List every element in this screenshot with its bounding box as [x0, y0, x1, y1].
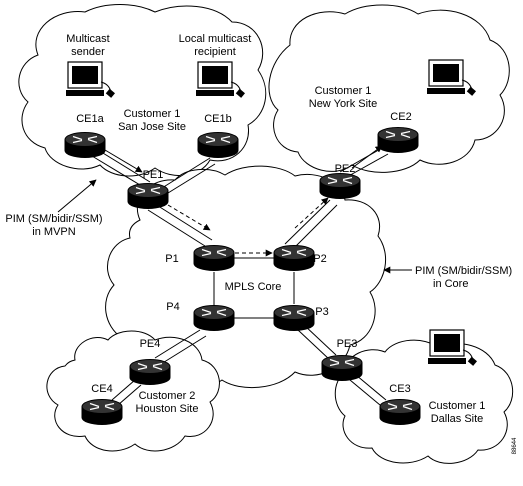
router-arrows-icon [89, 402, 115, 411]
computer-new-york-icon [427, 59, 476, 96]
router-arrows-icon [72, 135, 98, 144]
router-arrows-icon [205, 135, 231, 144]
router-pe4: PE4 [129, 338, 171, 385]
router-arrows-icon [201, 248, 227, 257]
router-ce4: CE4 [81, 383, 123, 425]
computers [66, 59, 477, 366]
multicast-flow-arrows [57, 145, 412, 274]
router-ce1a: CE1a [64, 113, 106, 158]
router-label-pe3: PE3 [337, 338, 358, 350]
router-p2: P2 [273, 245, 327, 271]
link-ce1a-pe1 [91, 149, 151, 189]
computer-dallas-icon [428, 329, 477, 366]
router-label-ce3: CE3 [389, 383, 410, 395]
flow-pe1-p1 [167, 204, 211, 231]
router-label-pe4: PE4 [140, 338, 161, 350]
flow-ce1a-pe1 [104, 149, 143, 173]
pim-mvpn-label: PIM (SM/bidir/SSM)in MVPN [5, 213, 102, 238]
pim-mvpn-pointer [57, 179, 97, 213]
router-pe2: PE2 [319, 163, 361, 199]
computer-sender-icon [66, 61, 115, 98]
router-ce2: CE2 [377, 111, 419, 153]
router-label-pe1: PE1 [143, 169, 164, 181]
router-arrows-icon [281, 248, 307, 257]
router-label-ce2: CE2 [390, 111, 411, 123]
router-label-p3: P3 [315, 306, 328, 318]
router-arrows-icon [281, 308, 307, 317]
router-pe3: PE3 [321, 338, 363, 381]
router-label-ce4: CE4 [91, 383, 112, 395]
router-label-ce1a: CE1a [76, 113, 104, 125]
router-label-pe2: PE2 [335, 163, 356, 175]
router-ce3: CE3 [379, 383, 421, 425]
router-p4: P4 [166, 301, 235, 331]
router-label-ce1b: CE1b [204, 113, 232, 125]
link-pe3-ce3 [349, 374, 387, 406]
router-p1: P1 [165, 245, 235, 271]
router-label-p2: P2 [313, 253, 326, 265]
computer-recipient-icon [196, 61, 245, 98]
figure-id: 88644 [512, 437, 518, 454]
pim-core-label: PIM (SM/bidir/SSM)in Core [415, 265, 512, 290]
new-york-cloud [268, 4, 510, 173]
link-p4-pe4 [154, 329, 207, 365]
link-ce1b-pe1 [161, 157, 216, 194]
mpls-core-label: MPLS Core [225, 281, 282, 293]
router-arrows-icon [201, 308, 227, 317]
router-arrows-icon [137, 362, 163, 371]
mpls-core-cloud [105, 165, 386, 389]
router-label-p1: P1 [165, 253, 178, 265]
link-pe4-ce4 [111, 379, 142, 406]
router-label-p4: P4 [166, 301, 179, 313]
dallas-cloud [334, 339, 514, 464]
router-arrows-icon [387, 402, 413, 411]
router-arrows-icon [385, 130, 411, 139]
router-pe1: PE1 [127, 169, 169, 209]
flow-pe2-ce2 [351, 145, 383, 169]
router-ce1b: CE1b [197, 113, 239, 158]
router-arrows-icon [327, 176, 353, 185]
router-p3: P3 [273, 305, 329, 331]
router-arrows-icon [329, 358, 355, 367]
link-pe1-p1 [147, 203, 213, 247]
link-pe2-p2 [284, 199, 338, 251]
link-p3-pe3 [297, 324, 337, 361]
router-arrows-icon [135, 186, 161, 195]
flow-p2-pe2 [294, 197, 329, 229]
